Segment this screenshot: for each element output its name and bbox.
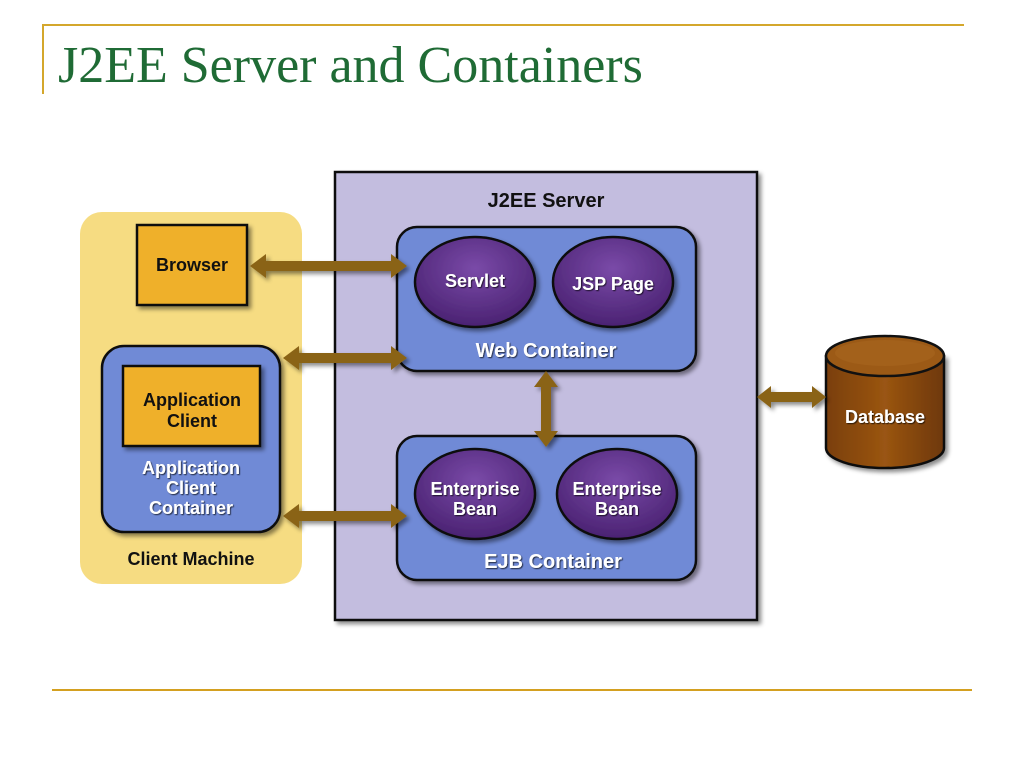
enterprise-bean-2-line1: Enterprise <box>572 479 661 499</box>
enterprise-bean-2-line2: Bean <box>595 499 639 519</box>
header-left-rule <box>42 24 44 94</box>
footer-rule <box>52 689 972 691</box>
enterprise-bean-1-line1: Enterprise <box>430 479 519 499</box>
app-client-container-label-line2: Client <box>166 478 216 498</box>
app-client-label-line1: Application <box>143 390 241 410</box>
servlet-node <box>413 235 537 329</box>
servlet-label: Servlet <box>445 271 505 291</box>
jsp-page-label: JSP Page <box>572 274 654 294</box>
enterprise-bean-1-line2: Bean <box>453 499 497 519</box>
app-client-container-label-line1: Application <box>142 458 240 478</box>
slide-title: J2EE Server and Containers <box>58 37 643 94</box>
header-rule <box>42 24 964 26</box>
client-machine-label: Client Machine <box>127 549 254 569</box>
ejb-container: Enterprise Bean Enterprise Bean EJB Cont… <box>395 434 698 582</box>
jsp-page-node <box>551 235 675 329</box>
arrow-server-database <box>757 386 826 408</box>
database-cylinder: Database <box>824 334 946 470</box>
arrow-appclient-ejb <box>283 504 407 528</box>
app-client-box <box>121 364 262 448</box>
arrow-web-ejb <box>534 371 558 447</box>
app-client-label-line2: Client <box>167 411 217 431</box>
web-container-label: Web Container <box>476 340 617 362</box>
arrow-browser-web <box>250 254 407 278</box>
browser-label: Browser <box>156 255 228 275</box>
ejb-container-label: EJB Container <box>484 551 622 573</box>
app-client-container-label-line3: Container <box>149 498 233 518</box>
browser-box: Browser <box>135 223 249 307</box>
app-client-container: Application Client Application Client Co… <box>100 344 282 534</box>
enterprise-bean-node-2 <box>555 447 679 541</box>
arrow-appclient-web <box>283 346 407 370</box>
j2ee-server-label: J2EE Server <box>488 190 605 212</box>
database-label: Database <box>845 407 925 427</box>
enterprise-bean-node-1 <box>413 447 537 541</box>
web-container: Servlet JSP Page Web Container <box>395 225 698 373</box>
